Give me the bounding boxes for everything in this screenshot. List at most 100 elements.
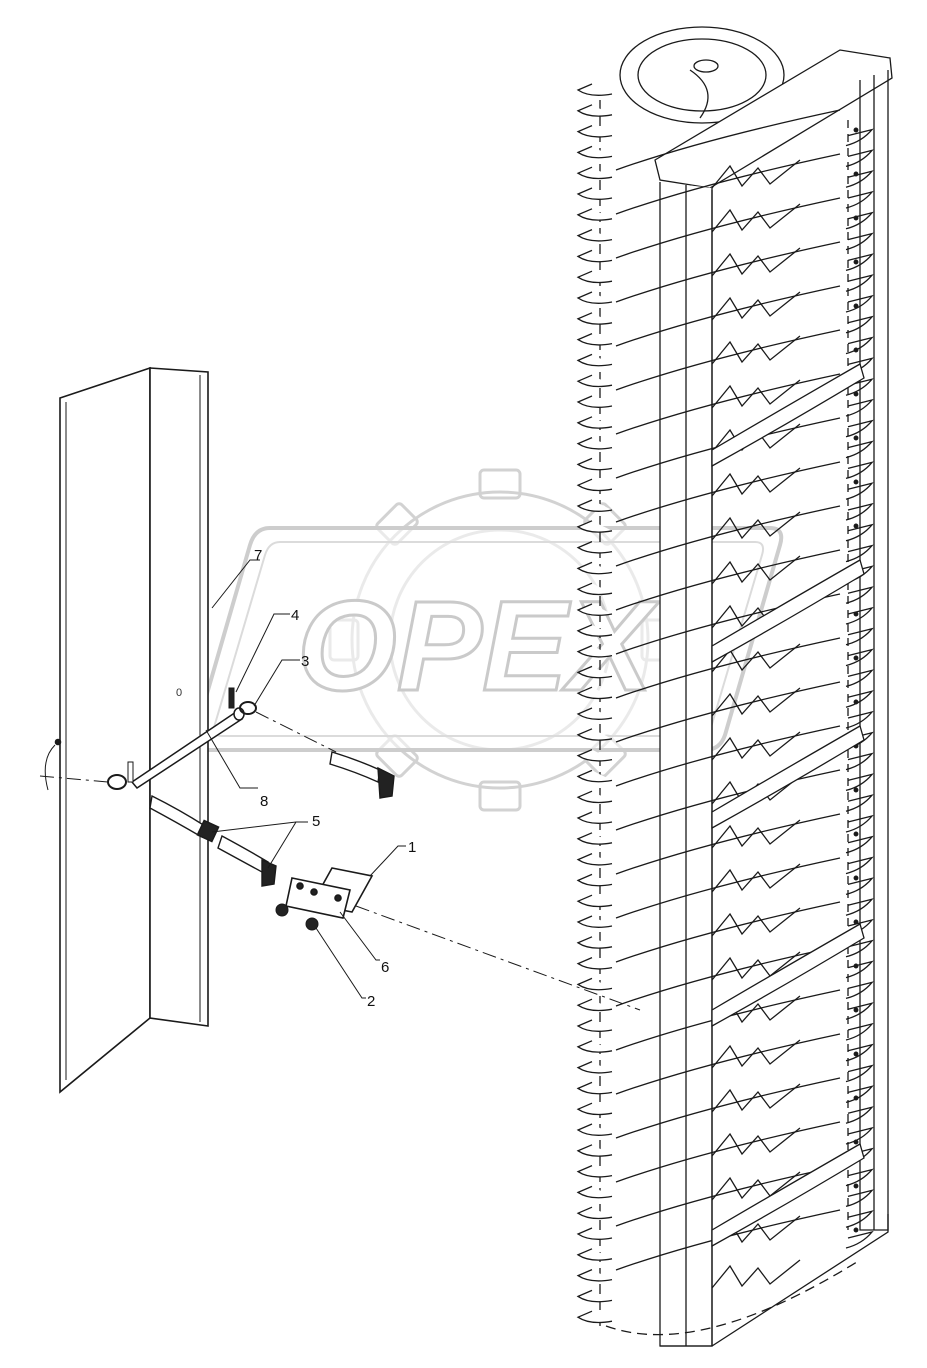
tine-left: [576, 1248, 613, 1261]
frame-hole: [853, 611, 859, 617]
tine-right: [845, 877, 874, 896]
flight-teeth: [711, 555, 801, 585]
tine-left: [576, 1165, 613, 1178]
curved-bar-4: [711, 923, 865, 1028]
tine-right: [845, 294, 874, 313]
flight-curve: [615, 329, 841, 391]
tine-left: [576, 249, 613, 263]
tine-right: [845, 814, 874, 833]
ring-part-3: [107, 701, 257, 790]
tine-right: [845, 627, 874, 646]
frame-hole: [853, 127, 859, 133]
tine-right: [845, 419, 874, 438]
tine-left: [576, 541, 613, 554]
tine-left: [576, 707, 613, 720]
flight-teeth: [711, 731, 801, 761]
tine-right: [845, 1022, 874, 1041]
flight-curve: [615, 285, 841, 347]
flight-teeth: [711, 159, 801, 189]
flight-teeth: [711, 511, 801, 541]
strap-part-5: [149, 751, 395, 887]
flight-curve: [615, 725, 841, 787]
flight-teeth: [711, 335, 801, 365]
pin-part-4: [127, 687, 235, 783]
flight-curve: [615, 109, 841, 171]
flight-curve: [615, 241, 841, 303]
tine-left: [576, 624, 613, 637]
frame-hole: [853, 919, 859, 925]
rotor-top-plate: [654, 49, 893, 189]
tine-right: [845, 856, 874, 875]
tine-right: [845, 648, 874, 667]
flight-curve: [615, 901, 841, 963]
tine-left: [576, 312, 613, 325]
flight-curve: [615, 769, 841, 831]
flight-curve: [615, 857, 841, 919]
tine-left: [576, 769, 613, 783]
tine-right: [845, 939, 874, 958]
tine-right: [845, 690, 874, 708]
flight-teeth: [711, 1039, 801, 1069]
assembly-lines: [39, 711, 641, 1011]
tine-right: [845, 274, 874, 292]
rotor-assembly: [576, 26, 893, 1347]
tine-right: [845, 794, 874, 812]
rotor-bottom-hidden: [605, 1259, 861, 1336]
tine-right: [845, 835, 874, 854]
flight-teeth: [711, 247, 801, 277]
frame-hole: [853, 1139, 859, 1145]
tine-left: [576, 1206, 613, 1220]
tine-left: [576, 187, 613, 200]
frame-hole: [853, 655, 859, 661]
tine-right: [845, 190, 874, 209]
tine-left: [576, 478, 613, 492]
frame-hole: [853, 215, 859, 221]
tine-right: [845, 1106, 874, 1124]
tine-left: [576, 1019, 613, 1032]
tine-right: [845, 523, 874, 542]
frame-hole: [853, 875, 859, 881]
frame-hole: [853, 831, 859, 837]
tine-left: [576, 104, 613, 117]
tine-right: [845, 1230, 874, 1249]
tine-right: [845, 502, 874, 521]
tine-right: [845, 1126, 874, 1145]
tine-left: [576, 208, 613, 221]
flight-curve: [615, 1165, 841, 1227]
tine-right: [845, 960, 874, 979]
tine-left: [576, 1269, 613, 1282]
frame-hole: [853, 1227, 859, 1233]
curved-bar-3: [711, 725, 865, 830]
frame-bottom: [660, 1214, 889, 1347]
tine-right: [845, 981, 874, 1000]
tine-left: [576, 1102, 613, 1116]
tine-left: [576, 811, 613, 824]
flight-curve: [615, 637, 841, 699]
tine-right: [845, 1168, 874, 1187]
tine-right: [845, 710, 874, 729]
tine-left: [576, 1227, 613, 1240]
tine-right: [845, 315, 874, 334]
tine-left: [576, 520, 613, 533]
side-panel: 0: [44, 366, 209, 1094]
tine-right: [845, 752, 874, 771]
callout-7: 7: [254, 547, 262, 564]
tine-left: [576, 790, 613, 804]
tine-right: [845, 606, 874, 625]
frame-hole: [853, 435, 859, 441]
tine-right: [845, 149, 874, 168]
flight-curve: [615, 153, 841, 215]
flight-curve: [615, 373, 841, 435]
curved-bar-2: [711, 559, 865, 664]
tine-left: [576, 665, 613, 679]
tine-left: [576, 582, 613, 596]
tine-right: [845, 170, 874, 188]
flight-curve: [615, 1121, 841, 1183]
tine-left: [576, 1289, 613, 1303]
flight-teeth: [711, 819, 801, 849]
tine-right: [845, 461, 874, 480]
tine-left: [576, 145, 613, 159]
tine-left: [576, 353, 613, 367]
tine-right: [845, 232, 874, 251]
tine-left: [576, 853, 613, 866]
